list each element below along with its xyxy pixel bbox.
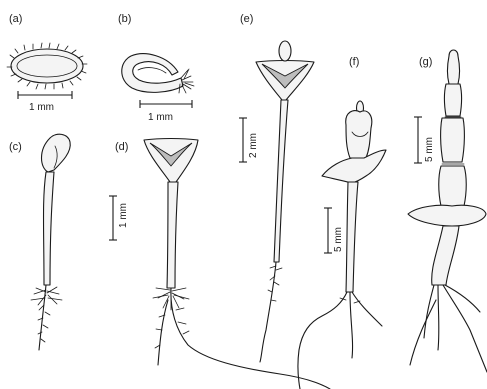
scale-label-g: 5 mm bbox=[424, 137, 435, 162]
panel-a: (a) 1 mm bbox=[7, 13, 87, 113]
seedling-e-drawing bbox=[256, 41, 314, 362]
germinating-seed-drawing bbox=[122, 54, 194, 93]
scale-label-d: 1 mm bbox=[118, 203, 129, 228]
panel-a-label: (a) bbox=[9, 13, 22, 25]
scale-label-f: 5 mm bbox=[333, 227, 344, 252]
scale-bar-a bbox=[18, 91, 72, 99]
panel-f: (f) 5 mm bbox=[298, 56, 386, 389]
panel-g: (g) 5 mm bbox=[408, 50, 487, 372]
scale-bar-f bbox=[324, 208, 332, 253]
panel-g-label: (g) bbox=[419, 56, 432, 68]
panel-e: (e) 2 mm bbox=[239, 13, 314, 362]
scale-bar-e bbox=[239, 118, 247, 162]
panel-c-label: (c) bbox=[9, 141, 22, 153]
seedling-g-drawing bbox=[408, 50, 487, 372]
seedling-c-drawing bbox=[31, 134, 70, 350]
seedling-d-drawing bbox=[144, 139, 330, 389]
panel-d-label: (d) bbox=[115, 141, 128, 153]
seed-drawing bbox=[7, 43, 87, 89]
panel-b: (b) 1 mm bbox=[118, 13, 194, 123]
scale-bar-d bbox=[109, 196, 117, 240]
panel-b-label: (b) bbox=[118, 13, 131, 25]
scale-label-e: 2 mm bbox=[248, 133, 259, 158]
panel-d: (d) 1 mm bbox=[109, 139, 330, 389]
scale-label-a: 1 mm bbox=[29, 102, 54, 113]
scale-label-b: 1 mm bbox=[148, 112, 173, 123]
scale-bar-g bbox=[414, 117, 422, 163]
panel-f-label: (f) bbox=[349, 56, 359, 68]
panel-c: (c) bbox=[9, 134, 70, 350]
panel-e-label: (e) bbox=[240, 13, 253, 25]
scale-bar-b bbox=[140, 100, 192, 108]
